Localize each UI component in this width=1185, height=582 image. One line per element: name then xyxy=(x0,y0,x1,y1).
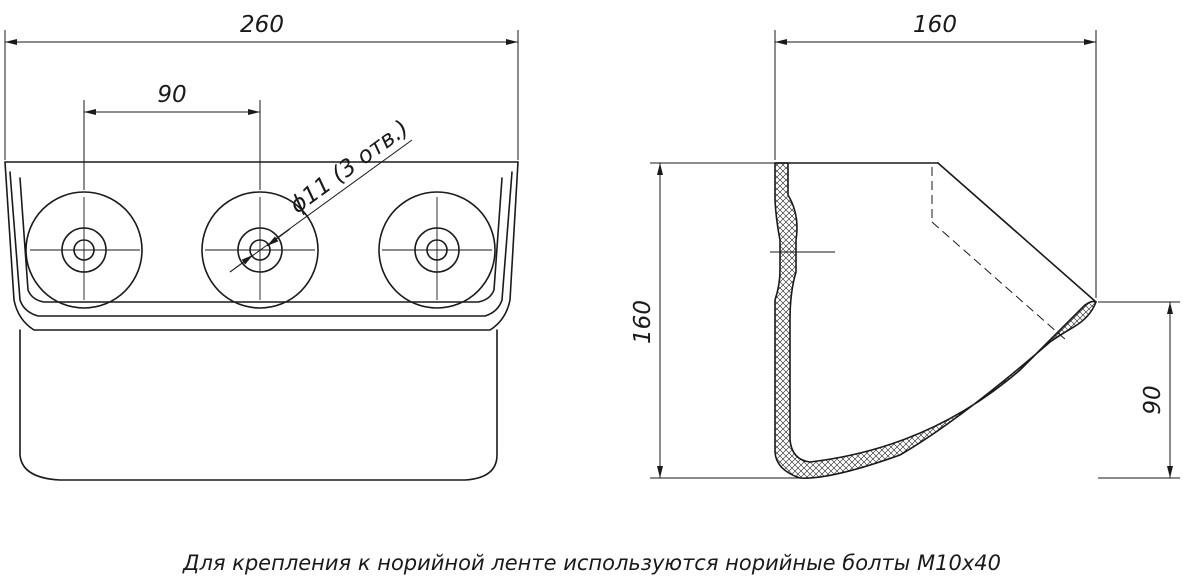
hole-callout-label: ϕ11 (3 отв.) xyxy=(285,116,414,219)
dim-hole-spacing-label: 90 xyxy=(157,82,186,108)
dimension-90-lip: 90 xyxy=(1098,301,1180,479)
dimension-160-height: 160 xyxy=(630,162,800,479)
hole-center xyxy=(201,191,319,309)
side-view: 160 160 90 xyxy=(630,12,1180,479)
dim-height-label: 160 xyxy=(630,300,656,344)
front-view: 260 90 ϕ11 (3 отв.) xyxy=(4,12,519,481)
hole-callout: ϕ11 (3 отв.) xyxy=(229,116,414,273)
hole-left xyxy=(25,191,143,309)
dimension-260: 260 xyxy=(4,12,519,160)
dim-width-label: 260 xyxy=(240,12,284,38)
drawing-note: Для крепления к норийной ленте использую… xyxy=(182,551,1001,575)
dimension-90-spacing: 90 xyxy=(83,82,261,190)
dim-lip-height-label: 90 xyxy=(1140,385,1166,414)
section-hatch xyxy=(774,162,1097,479)
dim-depth-label: 160 xyxy=(913,12,957,38)
hole-right xyxy=(378,191,496,309)
dimension-160-depth: 160 xyxy=(774,12,1097,298)
